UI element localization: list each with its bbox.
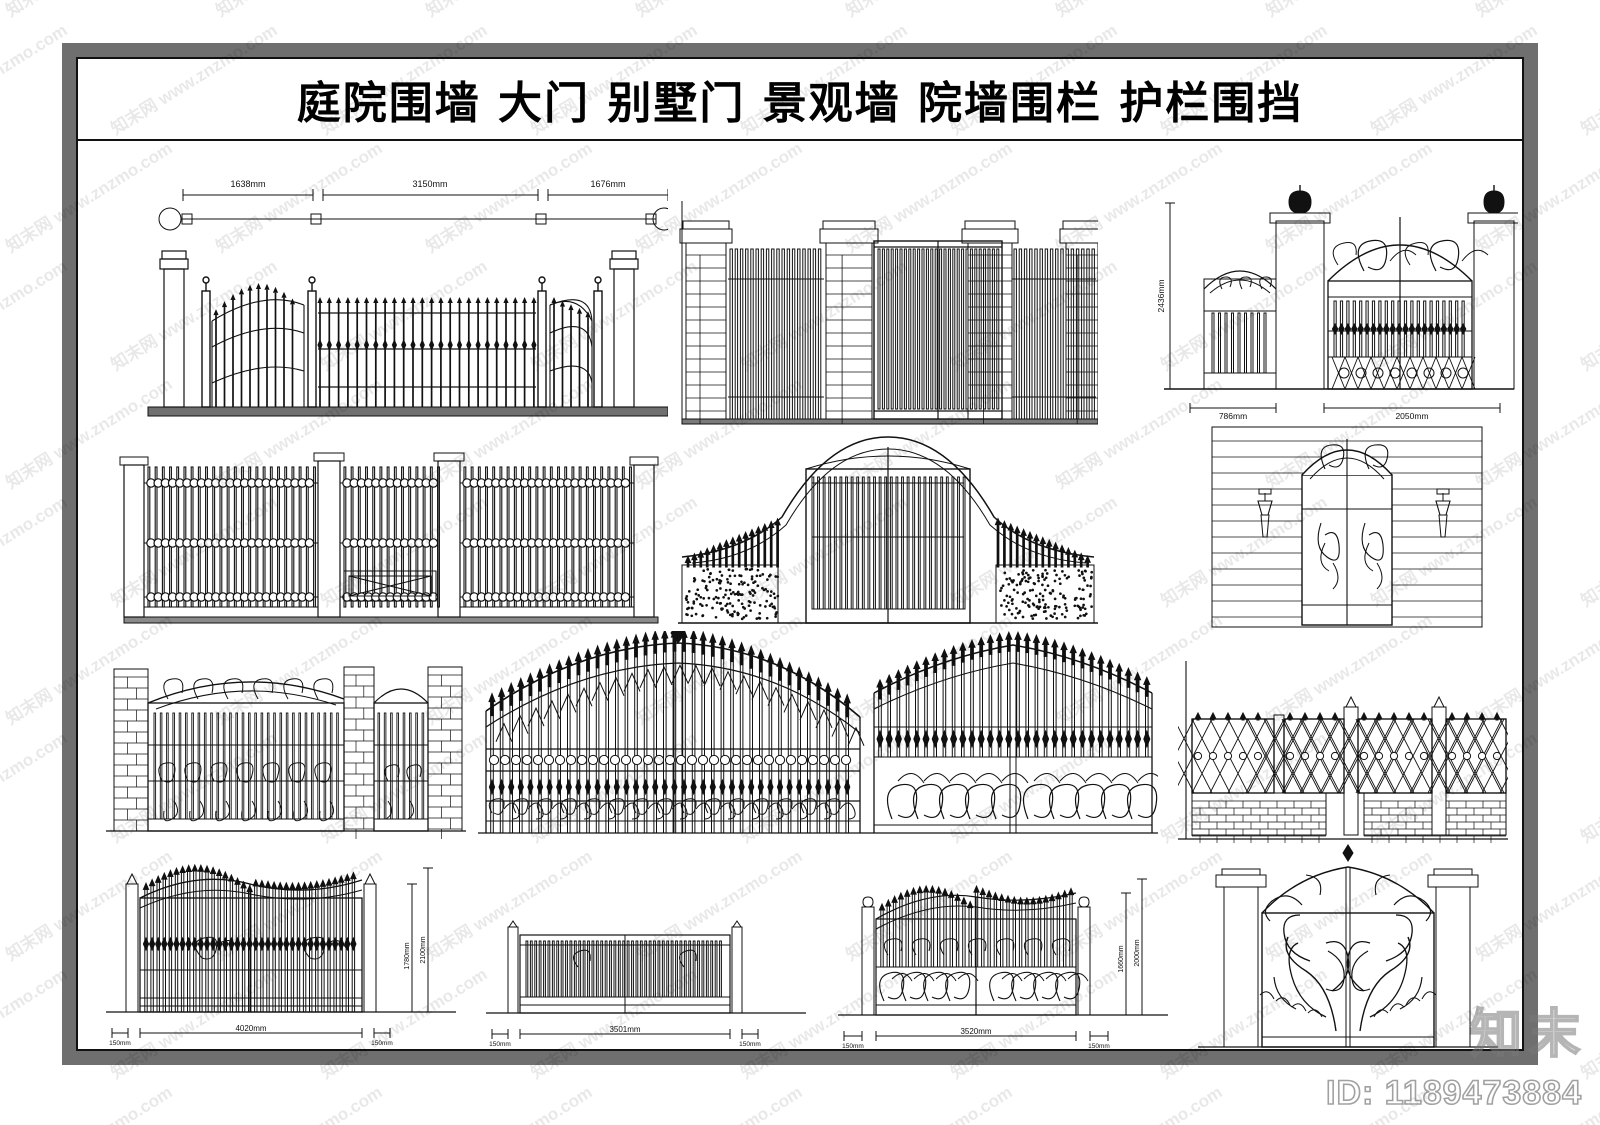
drawing-d9 xyxy=(868,631,1158,843)
drawing-d10 xyxy=(1178,653,1508,845)
watermark-text: 知末网 www.znzmo.com xyxy=(420,0,596,21)
dim-1638: 1638mm xyxy=(230,179,265,189)
title-block: 庭院围墙 大门 别墅门 景观墙 院墙围栏 护栏围挡 xyxy=(78,59,1522,141)
watermark-text: 知末网 www.znzmo.com xyxy=(1575,724,1600,847)
watermark-text: 知末网 www.znzmo.com xyxy=(1575,16,1600,139)
brand-logo: 知末 xyxy=(1470,992,1586,1067)
watermark-text: 知末网 www.znzmo.com xyxy=(420,1078,596,1125)
dim-1780: 1780mm xyxy=(404,942,411,969)
watermark-text: 知末网 www.znzmo.com xyxy=(0,0,176,21)
drawing-d8 xyxy=(478,631,868,843)
drawing-sheet-frame: 庭院围墙 大门 别墅门 景观墙 院墙围栏 护栏围挡 xyxy=(62,43,1538,1065)
watermark-text: 知末网 www.znzmo.com xyxy=(840,0,1016,21)
dim-3150: 3150mm xyxy=(412,179,447,189)
drawing-d12: 3501mm 150mm 150mm xyxy=(486,889,806,1047)
dim-1676: 1676mm xyxy=(590,179,625,189)
page-title: 庭院围墙 大门 别墅门 景观墙 院墙围栏 护栏围挡 xyxy=(297,67,1304,131)
dim-2436: 2436mm xyxy=(1156,279,1166,312)
drawing-d1: 1638mm 3150mm 1676mm xyxy=(108,161,668,431)
dim-3520: 3520mm xyxy=(960,1027,991,1036)
drawing-d6 xyxy=(1196,423,1496,631)
watermark-text: 知末网 www.znzmo.com xyxy=(1470,0,1600,21)
dim-2100: 2100mm xyxy=(420,936,427,963)
dim-786: 786mm xyxy=(1219,411,1247,421)
watermark-text: 知末网 www.znzmo.com xyxy=(630,1078,806,1125)
watermark-text: 知末网 www.znzmo.com xyxy=(840,1078,1016,1125)
watermark-text: 知末网 www.znzmo.com xyxy=(1575,252,1600,375)
drawing-d14 xyxy=(1198,841,1498,1049)
watermark-text: 知末网 www.znzmo.com xyxy=(1050,1078,1226,1125)
watermark-text: 知末网 www.znzmo.com xyxy=(630,0,806,21)
drawing-d2 xyxy=(678,183,1098,433)
drawing-canvas: 1638mm 3150mm 1676mm xyxy=(78,141,1522,1049)
watermark-text: 知末网 www.znzmo.com xyxy=(0,252,71,375)
dim-150-left-2: 150mm xyxy=(489,1041,511,1047)
dim-3501: 3501mm xyxy=(609,1025,640,1034)
drawing-d4 xyxy=(106,431,666,631)
drawing-d7 xyxy=(106,641,466,839)
dim-150-right-2: 150mm xyxy=(739,1041,761,1047)
dim-150-left: 150mm xyxy=(109,1040,131,1046)
drawing-d3: 786mm 2050mm 2436mm xyxy=(1148,161,1518,421)
drawing-d5 xyxy=(678,417,1098,635)
dim-2000: 2000mm xyxy=(1134,939,1141,966)
watermark-text: 知末网 www.znzmo.com xyxy=(210,0,386,21)
drawing-d11: 4020mm 150mm 150mm 1780mm 2100mm xyxy=(106,846,456,1046)
watermark-text: 知末网 www.znzmo.com xyxy=(210,1078,386,1125)
watermark-text: 知末网 www.znzmo.com xyxy=(0,960,71,1083)
dim-4020: 4020mm xyxy=(235,1024,266,1033)
watermark-text: 知末网 www.znzmo.com xyxy=(0,1078,176,1125)
dim-150-right-3: 150mm xyxy=(1088,1043,1110,1049)
asset-id-label: ID: 1189473884 xyxy=(1326,1074,1582,1113)
drawing-d13: 3520mm 150mm 150mm 1660mm 2000mm xyxy=(838,863,1168,1049)
watermark-text: 知末网 www.znzmo.com xyxy=(1050,0,1226,21)
dim-150-right: 150mm xyxy=(371,1040,393,1046)
drawing-sheet-inner-border: 庭院围墙 大门 别墅门 景观墙 院墙围栏 护栏围挡 xyxy=(76,57,1524,1051)
watermark-text: 知末网 www.znzmo.com xyxy=(0,488,71,611)
dim-150-left-3: 150mm xyxy=(842,1043,864,1049)
watermark-text: 知末网 www.znzmo.com xyxy=(0,724,71,847)
dim-1660: 1660mm xyxy=(1118,945,1125,972)
dim-2050: 2050mm xyxy=(1395,411,1428,421)
watermark-text: 知末网 www.znzmo.com xyxy=(1575,488,1600,611)
watermark-text: 知末网 www.znzmo.com xyxy=(0,16,71,139)
watermark-text: 知末网 www.znzmo.com xyxy=(1260,0,1436,21)
